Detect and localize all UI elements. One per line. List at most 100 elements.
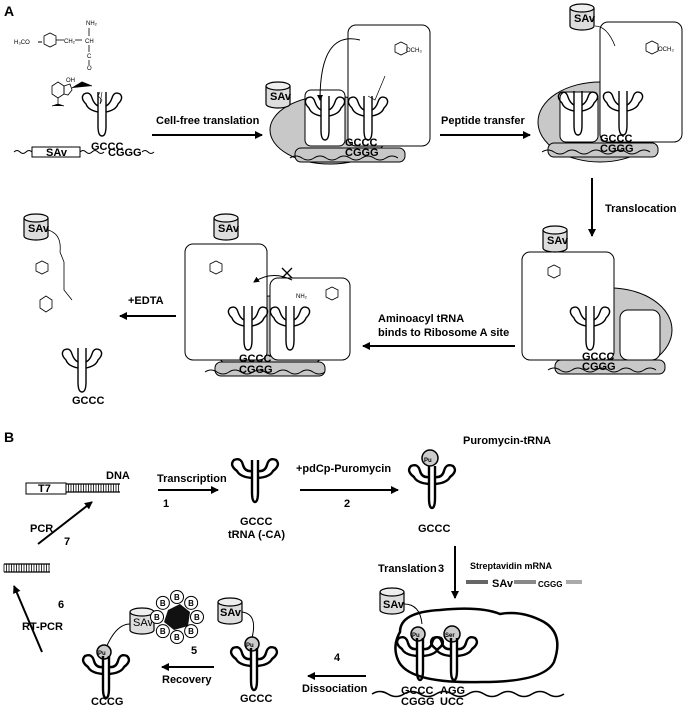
mrna-codon-label: CGGG xyxy=(108,147,142,159)
step4-anticodon: GCCC xyxy=(239,353,271,365)
start-anticodon: GCCC xyxy=(91,141,123,153)
bead-label: B xyxy=(174,593,180,602)
step2-codon: CGGG xyxy=(600,143,634,155)
step-number-2: 2 xyxy=(344,498,350,510)
step3-anticodon: GCCC xyxy=(582,351,614,363)
bead-label: B xyxy=(174,633,180,642)
step-number-4: 4 xyxy=(334,652,341,664)
step1-codon: CGGG xyxy=(345,147,379,159)
ribosome-step4: SAv NH₂ GCCC CGGG xyxy=(184,213,351,377)
bead xyxy=(155,624,170,639)
step3-codon: CGGG xyxy=(582,361,616,373)
bound-sav: SAv xyxy=(133,617,153,629)
bead-label: B xyxy=(188,627,194,636)
start-mrna: SAv CGGG xyxy=(13,146,155,159)
step2-anticodon: GCCC xyxy=(600,133,632,145)
bead-label: B xyxy=(194,613,200,622)
bead-label: B xyxy=(154,613,160,622)
step1-anticodon: GCCC xyxy=(345,137,377,149)
puromycin-trna-anticodon: GCCC xyxy=(418,523,450,535)
ribosome-step2: SAv OCH₃ GCCC CGGG xyxy=(537,3,683,163)
free-sav: SAv xyxy=(220,607,242,619)
ribosome-ser: Ser xyxy=(445,633,455,639)
step1-sav: SAv xyxy=(270,91,292,103)
cdna-helix xyxy=(3,563,50,573)
ribosome-anticodon2: AGG xyxy=(440,685,465,697)
step-number-7: 7 xyxy=(64,536,70,548)
step4-sav: SAv xyxy=(218,223,240,235)
pu-label: Pu xyxy=(424,458,432,464)
ribosome-codon2: UCC xyxy=(440,696,464,708)
ribosome-b: SAv Pu Ser GCCC AGG CGGG UCC xyxy=(371,587,565,708)
step2-och3: OCH₃ xyxy=(658,47,674,53)
step4-codon: CGGG xyxy=(239,364,273,376)
mrna-codon: CGGG xyxy=(538,580,562,589)
ribosome-pu: Pu xyxy=(412,633,420,639)
puromycin-trna-label: Puromycin-tRNA xyxy=(463,435,551,447)
dissociation-label: Dissociation xyxy=(302,683,368,695)
oh-label: OH xyxy=(66,78,75,84)
step5-anticodon: GCCC xyxy=(72,395,104,407)
c-label: C xyxy=(87,54,92,60)
step-number-5: 5 xyxy=(191,645,197,657)
released-product: SAv GCCC xyxy=(23,213,104,407)
step2-sav: SAv xyxy=(574,13,596,25)
step4-nh2: NH₂ xyxy=(296,294,308,300)
aminoacyl-label-line1: Aminoacyl tRNA xyxy=(378,313,464,325)
mrna-title: Streptavidin mRNA xyxy=(470,561,553,571)
ligation-label: +pdCp-Puromycin xyxy=(296,463,391,475)
bound-anticodon: CCCG xyxy=(91,696,123,708)
methoxy-label: H₃CO xyxy=(14,40,30,46)
free-pu: Pu xyxy=(246,643,254,649)
step-number-6: 6 xyxy=(58,599,64,611)
streptavidin-mrna: Streptavidin mRNA SAv CGGG xyxy=(466,561,582,590)
step-number-1: 1 xyxy=(163,498,169,510)
translocation-label: Translocation xyxy=(605,203,677,215)
edta-label: +EDTA xyxy=(128,295,164,307)
bead xyxy=(170,630,184,644)
bound-pu: Pu xyxy=(98,651,106,657)
translation-label: Translation xyxy=(378,563,437,575)
ribosome-codon1: CGGG xyxy=(401,696,435,708)
trna-ca-anticodon: GCCC xyxy=(240,516,272,528)
start-molecule: H₃CO CH₂ NH₂ CH C O OH GCCC xyxy=(14,21,123,153)
rtpcr-label: RT-PCR xyxy=(22,621,63,633)
ribosome-step1: SAv OCH₃ GCCC CGGG xyxy=(265,24,431,165)
bead-label: B xyxy=(160,599,166,608)
bead xyxy=(155,595,170,610)
mrna-gene-label: SAv xyxy=(46,147,68,159)
bead xyxy=(184,624,199,639)
dna-helix xyxy=(65,483,120,493)
nh2-label: NH₂ xyxy=(86,21,98,27)
step-number-3: 3 xyxy=(438,563,444,575)
puromycin-trna: Pu Puromycin-tRNA GCCC xyxy=(407,435,551,535)
bead xyxy=(150,610,164,624)
bead-label: B xyxy=(160,627,166,636)
step1-och3: OCH₃ xyxy=(406,48,422,54)
step3-sav: SAv xyxy=(547,235,569,247)
rtpcr-arrow xyxy=(13,585,43,653)
pcr-arrow xyxy=(37,501,93,545)
dna: T7 DNA xyxy=(25,470,130,495)
trna-ca xyxy=(230,457,280,504)
bead xyxy=(190,610,204,624)
o-label: O xyxy=(87,66,92,72)
recovery-label: Recovery xyxy=(162,674,212,686)
mrna-gene: SAv xyxy=(492,578,514,590)
pcr-label: PCR xyxy=(30,523,53,535)
ribosome-anticodon1: GCCC xyxy=(401,685,433,697)
panel-a-label: A xyxy=(4,3,14,19)
ribosome-step3: SAv GCCC CGGG xyxy=(521,225,673,375)
aminoacyl-label-line2: binds to Ribosome A site xyxy=(378,327,509,339)
panel-b-label: B xyxy=(4,429,14,445)
free-complex: SAv Pu GCCC xyxy=(217,597,279,705)
ch-label: CH xyxy=(85,39,94,45)
peptide-transfer-label: Peptide transfer xyxy=(441,115,525,127)
dna-label: DNA xyxy=(106,470,130,482)
ribosome-sav: SAv xyxy=(383,599,405,611)
cell-free-translation-label: Cell-free translation xyxy=(156,115,260,127)
transcription-label: Transcription xyxy=(157,473,227,485)
